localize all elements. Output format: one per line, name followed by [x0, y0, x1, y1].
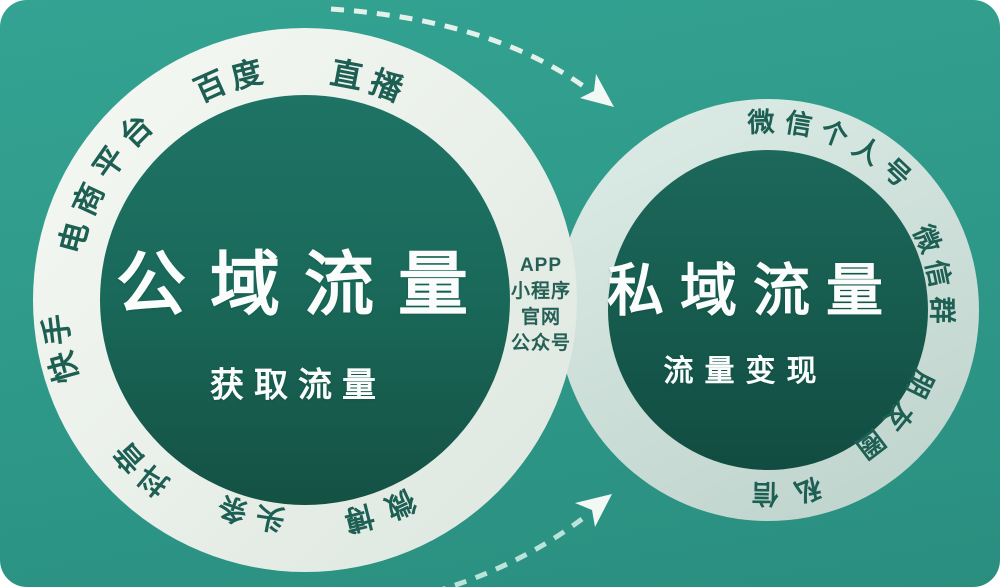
overlap-channel-website: 官网	[520, 307, 562, 328]
overlap-channel-app: APP	[519, 255, 563, 276]
overlap-channel-miniprogram: 小程序	[510, 281, 572, 302]
overlap-channel-official-account: 公众号	[510, 333, 572, 354]
private-traffic-subtitle: 流量变现	[663, 355, 828, 388]
public-traffic-title: 公域流量	[116, 245, 492, 324]
overlap-channel-list: APP 小程序 官网 公众号	[511, 253, 571, 357]
public-traffic-subtitle: 获取流量	[210, 366, 386, 405]
private-traffic-title: 私域流量	[607, 259, 899, 323]
public-traffic-inner-disc	[100, 95, 510, 505]
private-traffic-inner-disc	[608, 150, 928, 470]
